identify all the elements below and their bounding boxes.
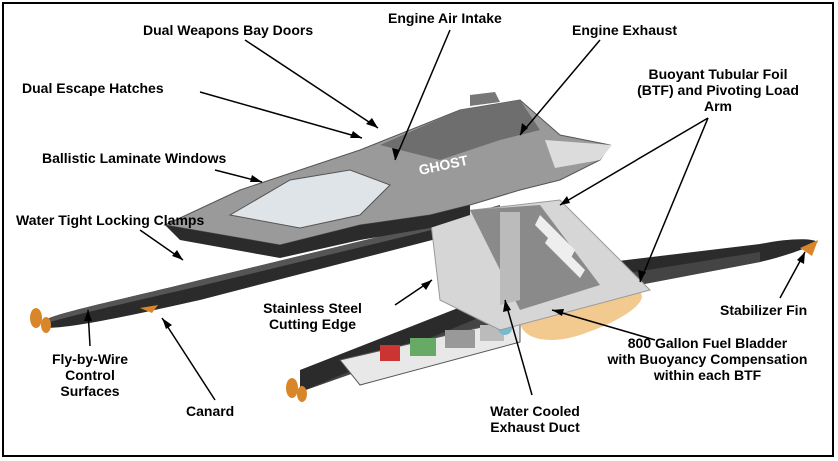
- label-fuel-line-2: with Buoyancy Compensation: [607, 351, 808, 367]
- cockpit-windows: [228, 169, 391, 229]
- label-engine-exhaust: Engine Exhaust: [572, 22, 678, 38]
- propeller-rear-icon: [286, 378, 307, 402]
- label-stabilizer-fin: Stabilizer Fin: [720, 302, 808, 318]
- label-buoyant-tubular-foil: Buoyant Tubular Foil (BTF) and Pivoting …: [618, 66, 818, 114]
- label-fuel-line-1: 800 Gallon Fuel Bladder: [627, 335, 788, 351]
- stabilizer-fin-shape: [800, 240, 818, 256]
- label-canard: Canard: [186, 403, 235, 419]
- label-dual-escape-hatches: Dual Escape Hatches: [22, 80, 164, 96]
- label-water-cooled-exhaust-duct: Water Cooled Exhaust Duct: [465, 403, 605, 435]
- label-dual-weapons-bay-doors: Dual Weapons Bay Doors: [143, 22, 314, 38]
- label-btf-line-1: Buoyant Tubular Foil: [648, 66, 788, 82]
- fuel-bladder: [520, 289, 642, 340]
- label-exhaust-duct-line-1: Water Cooled: [490, 403, 580, 419]
- diagram-frame: [2, 2, 834, 457]
- label-btf-line-3: Arm: [703, 98, 732, 114]
- pivoting-load-arm: [429, 199, 651, 331]
- label-stainless-line-1: Stainless Steel: [263, 300, 362, 316]
- label-btf-line-2: (BTF) and Pivoting Load: [637, 82, 799, 98]
- front-tubular-foil: [45, 205, 500, 328]
- label-exhaust-duct-line-2: Exhaust Duct: [490, 419, 580, 435]
- label-stainless-steel-cutting-edge: Stainless Steel Cutting Edge: [250, 300, 375, 332]
- label-fuel-bladder: 800 Gallon Fuel Bladder with Buoyancy Co…: [590, 335, 825, 383]
- label-stainless-line-2: Cutting Edge: [268, 316, 357, 332]
- canard-fin: [140, 305, 158, 313]
- leader-arrowheads: [84, 118, 805, 329]
- label-fly-line-1: Fly-by-Wire: [51, 351, 129, 367]
- label-fly-by-wire: Fly-by-Wire Control Surfaces: [30, 351, 150, 399]
- label-fly-line-3: Surfaces: [60, 383, 120, 399]
- label-fuel-line-3: within each BTF: [653, 367, 762, 383]
- label-engine-air-intake: Engine Air Intake: [388, 10, 502, 26]
- propeller-front-icon: [30, 308, 51, 333]
- label-fly-line-2: Control: [65, 367, 115, 383]
- label-ballistic-laminate-windows: Ballistic Laminate Windows: [42, 150, 227, 166]
- label-water-tight-locking-clamps: Water Tight Locking Clamps: [16, 212, 205, 228]
